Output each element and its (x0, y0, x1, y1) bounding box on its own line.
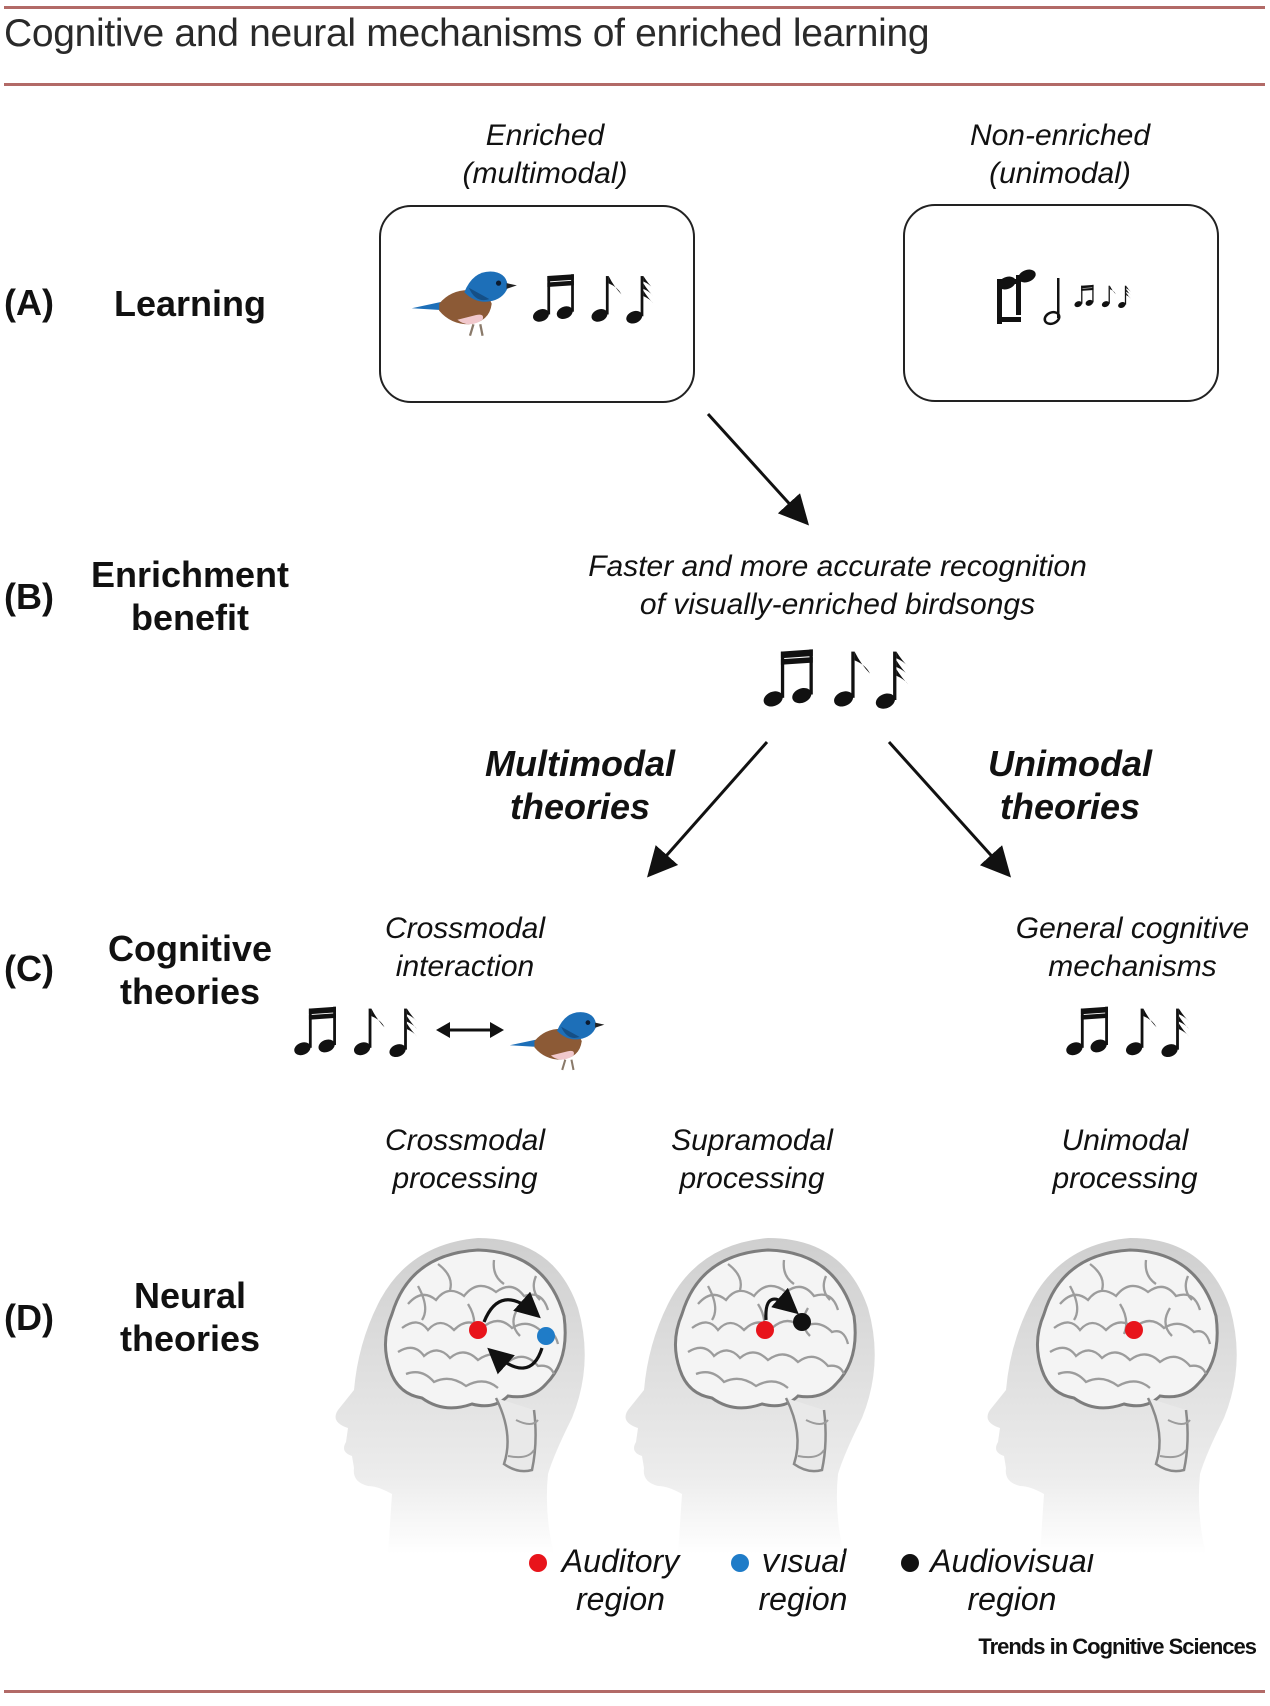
legend-auditory-dot (529, 1554, 547, 1572)
music-notes-icon (997, 269, 1131, 326)
row-a-name: Learning (113, 283, 266, 324)
journal-credit: Trends in Cognitive Sciences (978, 1634, 1257, 1659)
crossmodal-arrow-back (487, 1347, 544, 1375)
supramodal-processing-label: Supramodal processing (632, 1122, 872, 1198)
auditory-region-dot (756, 1321, 774, 1339)
row-d-letter: (D) (4, 1297, 54, 1338)
unimodal-processing-line1: Unimodal (1061, 1124, 1189, 1157)
arrow-multimodal (647, 741, 769, 878)
nonenriched-box (903, 204, 1219, 402)
row-d-name: Neural theories (70, 1274, 310, 1360)
unimodal-processing-line2: processing (1052, 1161, 1198, 1195)
double-arrow-icon (436, 1022, 504, 1038)
legend-visual-line2: region (758, 1580, 848, 1617)
row-b-letter: (B) (4, 576, 54, 617)
crossmodal-interaction-line2: interaction (395, 949, 535, 983)
supramodal-processing-line2: processing (679, 1161, 825, 1195)
row-b-name: Enrichment benefit (70, 553, 310, 639)
unimodal-theories-line2: theories (999, 786, 1141, 828)
legend-auditory: Auditory region (548, 1543, 693, 1619)
multimodal-theories-line1: Multimodal (485, 743, 675, 784)
arrow-learning-to-benefit (706, 412, 810, 526)
visual-region-dot (537, 1327, 555, 1345)
unimodal-theories-label: Unimodal theories (950, 742, 1190, 828)
brain-head-icon (334, 1236, 587, 1554)
music-notes-icon (292, 1006, 418, 1059)
row-b-name-line2: benefit (130, 597, 249, 639)
benefit-text: Faster and more accurate recognition of … (545, 548, 1130, 624)
figure-title: Cognitive and neural mechanisms of enric… (4, 12, 930, 55)
crossmodal-processing-line1: Crossmodal (384, 1124, 546, 1157)
enriched-label-line1: Enriched (485, 119, 605, 152)
top-rule (4, 6, 1265, 9)
legend-audiovisual-line2: region (967, 1580, 1057, 1617)
music-notes-icon (1064, 1006, 1190, 1059)
bird-icon (508, 1011, 606, 1071)
unimodal-processing-label: Unimodal processing (1005, 1122, 1245, 1198)
music-notes-icon (761, 649, 909, 711)
benefit-text-line2: of visually-enriched birdsongs (639, 587, 1036, 621)
music-notes-icon (531, 274, 654, 326)
general-mechanisms-line2: mechanisms (1048, 949, 1217, 983)
title-rule (4, 83, 1265, 86)
row-b-name-line1: Enrichment (90, 554, 290, 595)
nonenriched-label-line2: (unimodal) (989, 156, 1131, 190)
general-mechanisms-label: General cognitive mechanisms (1000, 910, 1265, 986)
auditory-region-dot (469, 1321, 487, 1339)
general-mechanisms-line1: General cognitive (1015, 912, 1250, 945)
row-c-name: Cognitive theories (70, 927, 310, 1013)
row-d-name-line2: theories (119, 1318, 261, 1360)
multimodal-theories-label: Multimodal theories (460, 742, 700, 828)
row-c-letter: (C) (4, 948, 54, 989)
row-a-letter: (A) (4, 282, 54, 323)
crossmodal-processing-line2: processing (392, 1161, 538, 1195)
arrow-unimodal (887, 740, 1012, 878)
crossmodal-arrow-forward (482, 1291, 541, 1323)
unimodal-theories-line1: Unimodal (987, 743, 1152, 784)
benefit-text-line1: Faster and more accurate recognition (588, 550, 1087, 583)
supramodal-processing-line1: Supramodal (671, 1124, 833, 1157)
multimodal-theories-line2: theories (509, 786, 651, 828)
auditory-region-dot (1125, 1321, 1143, 1339)
supramodal-arrow (764, 1287, 799, 1321)
nonenriched-label-line1: Non-enriched (969, 119, 1151, 152)
enriched-label-line2: (multimodal) (462, 156, 628, 190)
crossmodal-processing-label: Crossmodal processing (345, 1122, 585, 1198)
nonenriched-label: Non-enriched (unimodal) (935, 117, 1185, 193)
bird-icon (410, 270, 519, 337)
row-c-name-line1: Cognitive (107, 928, 272, 969)
row-c-name-line2: theories (119, 971, 261, 1013)
brain-head-icon (624, 1236, 877, 1554)
enriched-label: Enriched (multimodal) (420, 117, 670, 193)
legend-auditory-line1: Auditory (561, 1543, 680, 1579)
bottom-rule (4, 1690, 1265, 1693)
legend-visual-dot (731, 1554, 749, 1572)
legend-audiovisual-dot (901, 1554, 919, 1572)
audiovisual-region-dot (793, 1313, 811, 1331)
crossmodal-interaction-line1: Crossmodal (384, 912, 546, 945)
legend-auditory-line2: region (576, 1580, 665, 1617)
row-d-name-line1: Neural (133, 1275, 247, 1316)
brain-head-icon (986, 1236, 1239, 1554)
crossmodal-interaction-label: Crossmodal interaction (345, 910, 585, 986)
